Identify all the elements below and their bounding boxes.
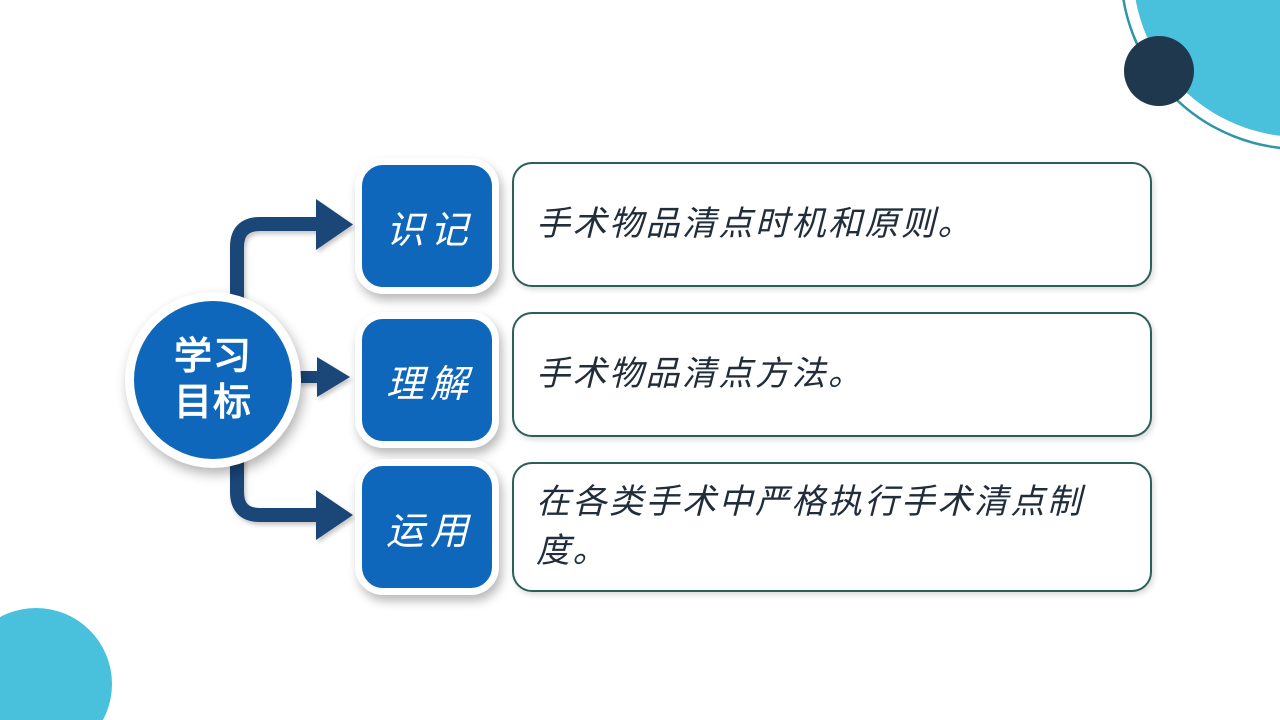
objective-text-apply: 在各类手术中严格执行手术清点制度。 bbox=[536, 482, 1084, 570]
top-right-navy-dot bbox=[1124, 36, 1194, 106]
objective-text-recall: 手术物品清点时机和原则。 bbox=[536, 204, 974, 243]
level-badge-apply-label: 运用 bbox=[385, 510, 474, 553]
level-badge-understand: 理解 bbox=[355, 312, 499, 448]
level-badge-apply: 运用 bbox=[355, 459, 499, 595]
learning-goal-badge: 学习 目标 bbox=[125, 292, 301, 468]
objective-text-understand: 手术物品清点方法。 bbox=[536, 354, 865, 393]
top-right-ring-circle bbox=[1122, 0, 1280, 150]
goal-label-line1: 学习 bbox=[173, 335, 252, 378]
objective-box-recall: 手术物品清点时机和原则。 bbox=[512, 162, 1152, 287]
bottom-left-cyan-circle bbox=[0, 608, 112, 720]
level-badge-understand-label: 理解 bbox=[385, 363, 474, 406]
objective-box-apply: 在各类手术中严格执行手术清点制度。 bbox=[512, 462, 1152, 592]
learning-goal-circle: 学习 目标 bbox=[134, 301, 292, 459]
level-badge-recall-label: 识记 bbox=[385, 209, 474, 252]
level-badge-recall: 识记 bbox=[355, 158, 499, 294]
top-right-cyan-circle bbox=[1135, 0, 1280, 136]
objective-box-understand: 手术物品清点方法。 bbox=[512, 312, 1152, 437]
goal-label-line2: 目标 bbox=[173, 382, 252, 424]
